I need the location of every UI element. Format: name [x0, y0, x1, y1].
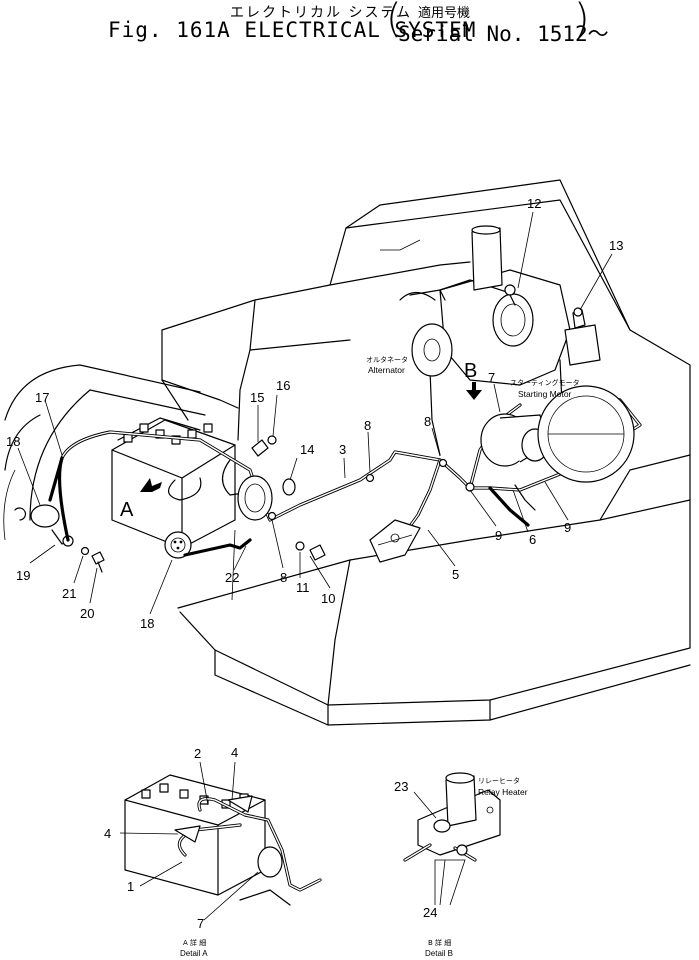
callout-18-bottom: 18	[140, 616, 154, 631]
alternator	[399, 289, 453, 377]
callout-9-left: 9	[495, 528, 502, 543]
callout-8-lower: 8	[280, 570, 287, 585]
callout-3: 3	[339, 442, 346, 457]
svg-text:Starting Motor: Starting Motor	[518, 389, 572, 399]
close-parenthesis: )	[574, 0, 590, 42]
receptacle-plug	[164, 531, 192, 559]
detail-a-callout-2: 2	[194, 746, 201, 761]
title-japanese: エレクトリカル システム	[230, 5, 413, 21]
callout-16: 16	[276, 378, 290, 393]
view-arrow-b: B	[464, 360, 482, 400]
battery	[111, 417, 236, 549]
callout-13: 13	[609, 238, 623, 253]
connector-cluster	[369, 519, 421, 563]
detail-b: リレーヒータ Relay Heater 23 24 B 詳 細 Detail B	[394, 772, 528, 958]
serial-number: Serial No. 1512～	[398, 22, 609, 46]
svg-text:Alternator: Alternator	[368, 365, 405, 375]
callout-8-upper-right: 8	[424, 414, 431, 429]
muffler	[471, 225, 503, 291]
view-letter-b: B	[464, 360, 477, 382]
callout-22: 22	[225, 570, 239, 585]
callout-6: 6	[529, 532, 536, 547]
leader-lines	[17, 211, 613, 615]
open-parenthesis: (	[386, 0, 402, 42]
svg-text:スターティングモータ: スターティングモータ	[510, 378, 580, 387]
detail-a-callout-4-left: 4	[104, 826, 111, 841]
detail-a: 2 4 4 1 7 A 詳 細 Detail A	[104, 745, 322, 958]
detail-a-callout-1: 1	[127, 879, 134, 894]
relay-switch	[237, 435, 296, 521]
battery-caps	[123, 423, 213, 445]
callout-8-upper-left: 8	[364, 418, 371, 433]
svg-text:オルタネータ: オルタネータ	[366, 355, 408, 364]
clip-8	[267, 458, 448, 521]
oil-pressure-sender	[504, 284, 516, 306]
view-letter-a: A	[120, 499, 134, 521]
callout-5: 5	[452, 567, 459, 582]
callout-18-left: 18	[6, 434, 20, 449]
detail-a-callout-7: 7	[197, 916, 204, 931]
callout-12: 12	[527, 196, 541, 211]
flywheel-housing	[537, 385, 635, 483]
starting-motor-label: スターティングモータ Starting Motor	[510, 378, 580, 399]
callout-21: 21	[62, 586, 76, 601]
detail-b-callout-23: 23	[394, 779, 408, 794]
callout-17: 17	[35, 390, 49, 405]
relay-heater-label: Relay Heater	[478, 787, 528, 797]
main-callouts: 12 13 14 15 16 3 8 8 7 9 9 6 5 10 11 8 2…	[6, 196, 623, 631]
figure-title: Fig. 161A ELECTRICAL SYSTEM	[108, 18, 477, 42]
operator-cab-outline	[3, 364, 206, 541]
callout-20: 20	[80, 606, 94, 621]
callout-14: 14	[300, 442, 314, 457]
detail-b-label: Detail B	[425, 949, 453, 958]
sensor-unit	[564, 307, 601, 366]
terminal-9-left	[465, 482, 475, 492]
callout-7: 7	[488, 370, 495, 385]
callout-11: 11	[296, 580, 310, 595]
title-block: エレクトリカル システム Fig. 161A ELECTRICAL SYSTEM…	[0, 0, 699, 50]
view-arrow-a: A	[120, 478, 162, 521]
detail-b-callout-24: 24	[423, 905, 437, 920]
engine	[439, 269, 571, 386]
machine-body	[161, 179, 691, 726]
callout-15: 15	[250, 390, 264, 405]
detail-b-label-jp: B 詳 細	[428, 938, 451, 947]
bolt-and-washer	[295, 541, 326, 561]
callout-10: 10	[321, 591, 335, 606]
callout-9-right: 9	[564, 520, 571, 535]
serial-label-japanese: 適用号機	[418, 6, 471, 21]
washer-and-bolt	[80, 546, 105, 573]
callout-19: 19	[16, 568, 30, 583]
detail-a-callout-4-top: 4	[231, 745, 238, 760]
detail-a-label: Detail A	[180, 949, 208, 958]
detail-a-label-jp: A 詳 細	[183, 938, 206, 947]
relay-heater-label-jp: リレーヒータ	[478, 776, 520, 785]
alternator-label: オルタネータ Alternator	[366, 355, 408, 375]
wire-6	[514, 484, 536, 511]
